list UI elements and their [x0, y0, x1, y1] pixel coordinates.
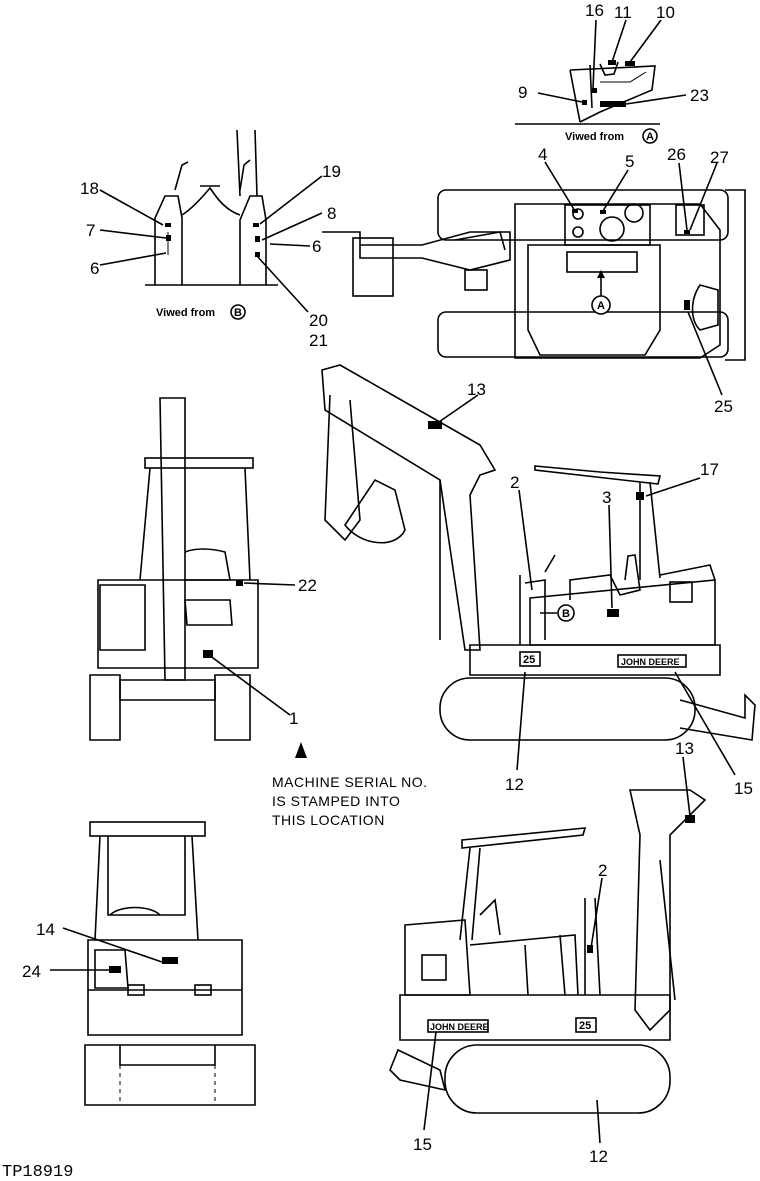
view-a-caption: Viwed from	[565, 131, 624, 143]
callout-24: 24	[22, 962, 41, 981]
view-a-caption-mark: A	[646, 131, 654, 143]
left-side-view-machine	[389, 789, 707, 1114]
callout-6a: 6	[90, 259, 99, 278]
view-a-circle-icon	[642, 128, 658, 144]
view-b-circle-icon	[230, 304, 246, 320]
callout-9: 9	[518, 83, 527, 102]
figure-id: TP18919	[2, 1163, 73, 1181]
top-view-a-circle-icon	[591, 295, 611, 315]
side-view-b-mark: B	[562, 608, 570, 620]
callout-3: 3	[602, 488, 611, 507]
serial-note-line-2: IS STAMPED INTO	[272, 793, 400, 809]
model-decal-left-text: 25	[579, 1020, 591, 1032]
front-view-machine	[89, 397, 259, 741]
callout-15a: 15	[734, 779, 753, 798]
callout-14: 14	[36, 920, 55, 939]
model-decal-text: 25	[523, 654, 535, 666]
serial-arrow-icon	[295, 742, 307, 758]
model-decal-left	[575, 1017, 597, 1033]
callout-10: 10	[656, 3, 675, 22]
rear-view-machine	[84, 821, 256, 1106]
callout-6b: 6	[312, 237, 321, 256]
callout-8: 8	[327, 204, 336, 223]
callout-12a: 12	[505, 775, 524, 794]
leader-lines	[50, 19, 736, 1144]
callout-5: 5	[625, 152, 634, 171]
view-b-caption-mark: B	[234, 307, 242, 319]
callout-20: 20	[309, 311, 328, 330]
callout-11: 11	[614, 3, 632, 22]
brand-decal-side	[617, 654, 687, 668]
side-view-machine	[321, 364, 756, 741]
model-decal-side	[519, 651, 541, 667]
view-a-detail	[515, 60, 660, 125]
callout-13a: 13	[467, 380, 486, 399]
top-view-a-mark: A	[597, 300, 605, 312]
callout-16: 16	[585, 1, 604, 20]
callout-15b: 15	[413, 1135, 432, 1154]
top-view-machine	[322, 189, 746, 361]
callout-7: 7	[86, 221, 95, 240]
serial-note-line-3: THIS LOCATION	[272, 812, 385, 828]
callout-2b: 2	[598, 861, 607, 880]
callout-18: 18	[80, 179, 99, 198]
callout-27: 27	[710, 148, 729, 167]
callout-13b: 13	[675, 739, 694, 758]
callout-1: 1	[289, 709, 298, 728]
callout-19: 19	[322, 162, 341, 181]
callout-25: 25	[714, 397, 733, 416]
callout-22: 22	[298, 576, 317, 595]
brand-decal-left	[427, 1019, 489, 1033]
callout-26: 26	[667, 145, 686, 164]
brand-decal-text: JOHN DEERE	[621, 657, 680, 667]
callout-17: 17	[700, 460, 719, 479]
view-b-detail	[145, 129, 278, 286]
callout-12b: 12	[589, 1147, 608, 1166]
callout-4: 4	[538, 145, 547, 164]
callout-2: 2	[510, 473, 519, 492]
brand-decal-left-text: JOHN DEERE	[430, 1022, 489, 1032]
callout-23: 23	[690, 86, 709, 105]
serial-note-line-1: MACHINE SERIAL NO.	[272, 774, 428, 790]
callout-21: 21	[309, 331, 328, 350]
side-view-b-circle-icon	[557, 604, 575, 622]
view-b-caption: Viwed from	[156, 307, 215, 319]
callout-numbers: 1 2 2 3 4 5 6 6 7 8 9 10 11 12 12 13 13 …	[22, 1, 753, 1166]
